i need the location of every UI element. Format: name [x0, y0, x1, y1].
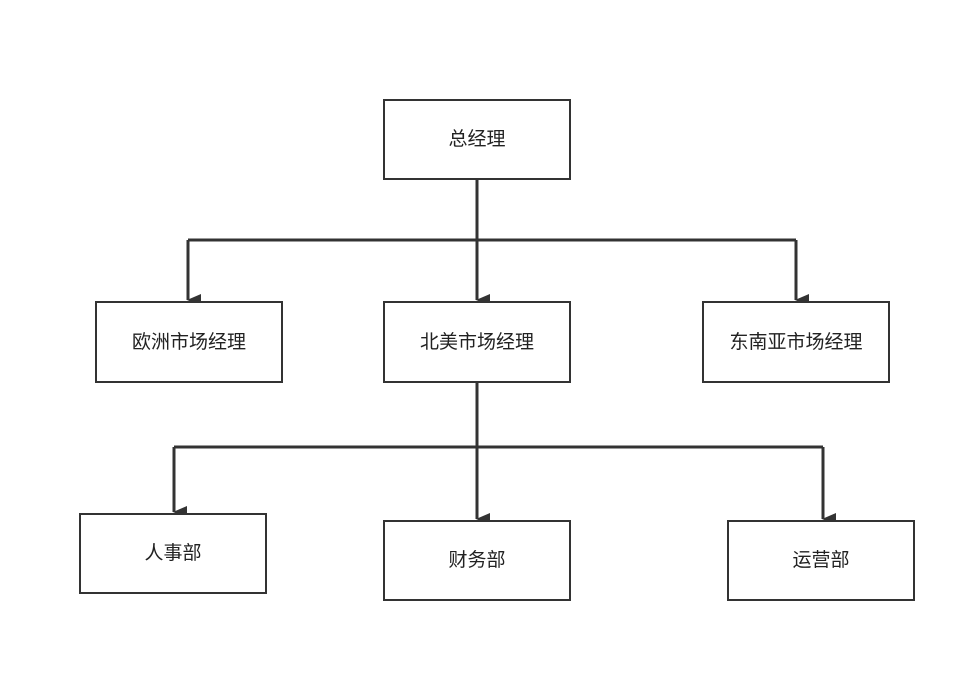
node-label: 东南亚市场经理: [729, 330, 863, 353]
node-europe-market-manager: 欧洲市场经理: [95, 301, 283, 383]
node-north-america-market-manager: 北美市场经理: [383, 301, 571, 383]
node-hr-department: 人事部: [79, 513, 267, 594]
node-label: 北美市场经理: [419, 330, 534, 353]
node-label: 总经理: [448, 128, 506, 150]
node-label: 运营部: [792, 549, 850, 571]
node-label: 欧洲市场经理: [131, 330, 246, 353]
node-general-manager: 总经理: [383, 99, 571, 180]
node-finance-department: 财务部: [383, 520, 571, 601]
node-label: 财务部: [448, 549, 506, 571]
node-label: 人事部: [144, 542, 202, 564]
node-operations-department: 运营部: [727, 520, 915, 601]
node-southeast-asia-market-manager: 东南亚市场经理: [702, 301, 890, 383]
